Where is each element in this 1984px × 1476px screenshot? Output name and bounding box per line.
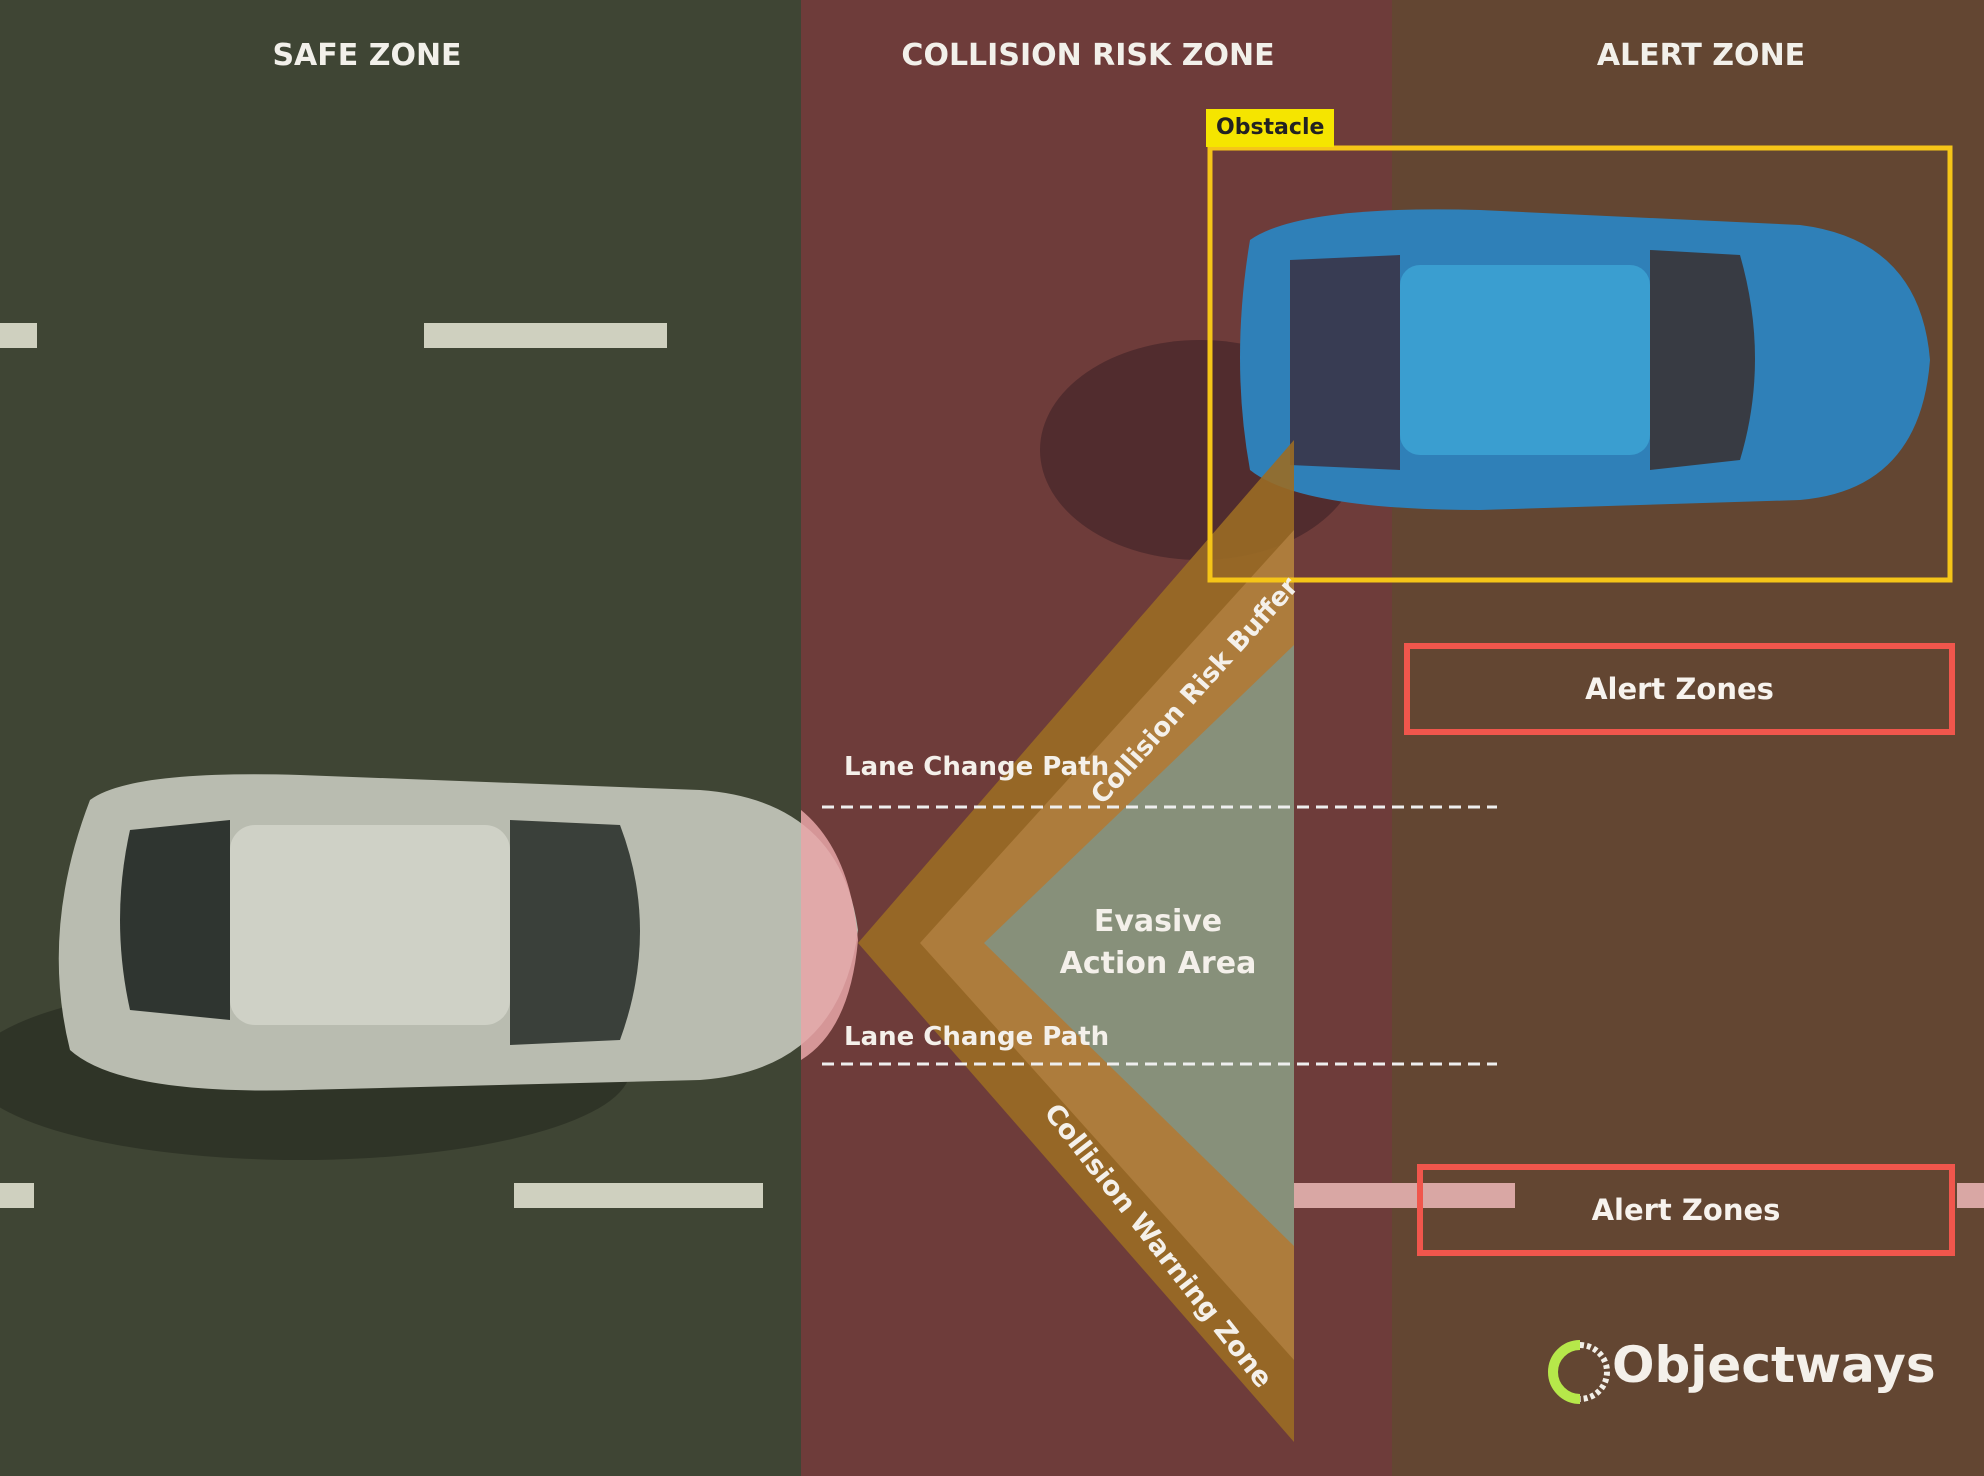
- obstacle-bounding-box: [1207, 145, 1953, 583]
- safe-zone: [0, 0, 801, 1476]
- ego-car-icon: [0, 774, 858, 1160]
- evasive-line-1: Evasive: [1093, 904, 1223, 939]
- collision-risk-zone-title: COLLISION RISK ZONE: [901, 38, 1275, 73]
- evasive-action-area: [984, 645, 1294, 1246]
- obstacle-car-icon: [1040, 209, 1930, 560]
- road-markings: [0, 323, 1984, 1208]
- objectways-logo-text: Objectways: [1612, 1336, 1936, 1394]
- alert-zone-label: Alert Zones: [1585, 672, 1774, 706]
- obstacle-label: Obstacle: [1206, 109, 1335, 147]
- safe-zone-title: SAFE ZONE: [272, 38, 462, 73]
- alert-zone-box-upper: Alert Zones: [1404, 643, 1955, 735]
- lane-change-path-label-upper: Lane Change Path: [844, 752, 1110, 782]
- alert-zone-box-lower: Alert Zones: [1417, 1164, 1955, 1256]
- objectways-logo-icon: [1548, 1340, 1610, 1404]
- lane-change-path-label-lower: Lane Change Path: [844, 1022, 1110, 1052]
- evasive-line-2: Action Area: [1059, 946, 1257, 981]
- alert-zone-label: Alert Zones: [1591, 1193, 1781, 1227]
- alert-zone-title: ALERT ZONE: [1596, 38, 1806, 73]
- evasive-action-area-label: Evasive Action Area: [1060, 901, 1257, 985]
